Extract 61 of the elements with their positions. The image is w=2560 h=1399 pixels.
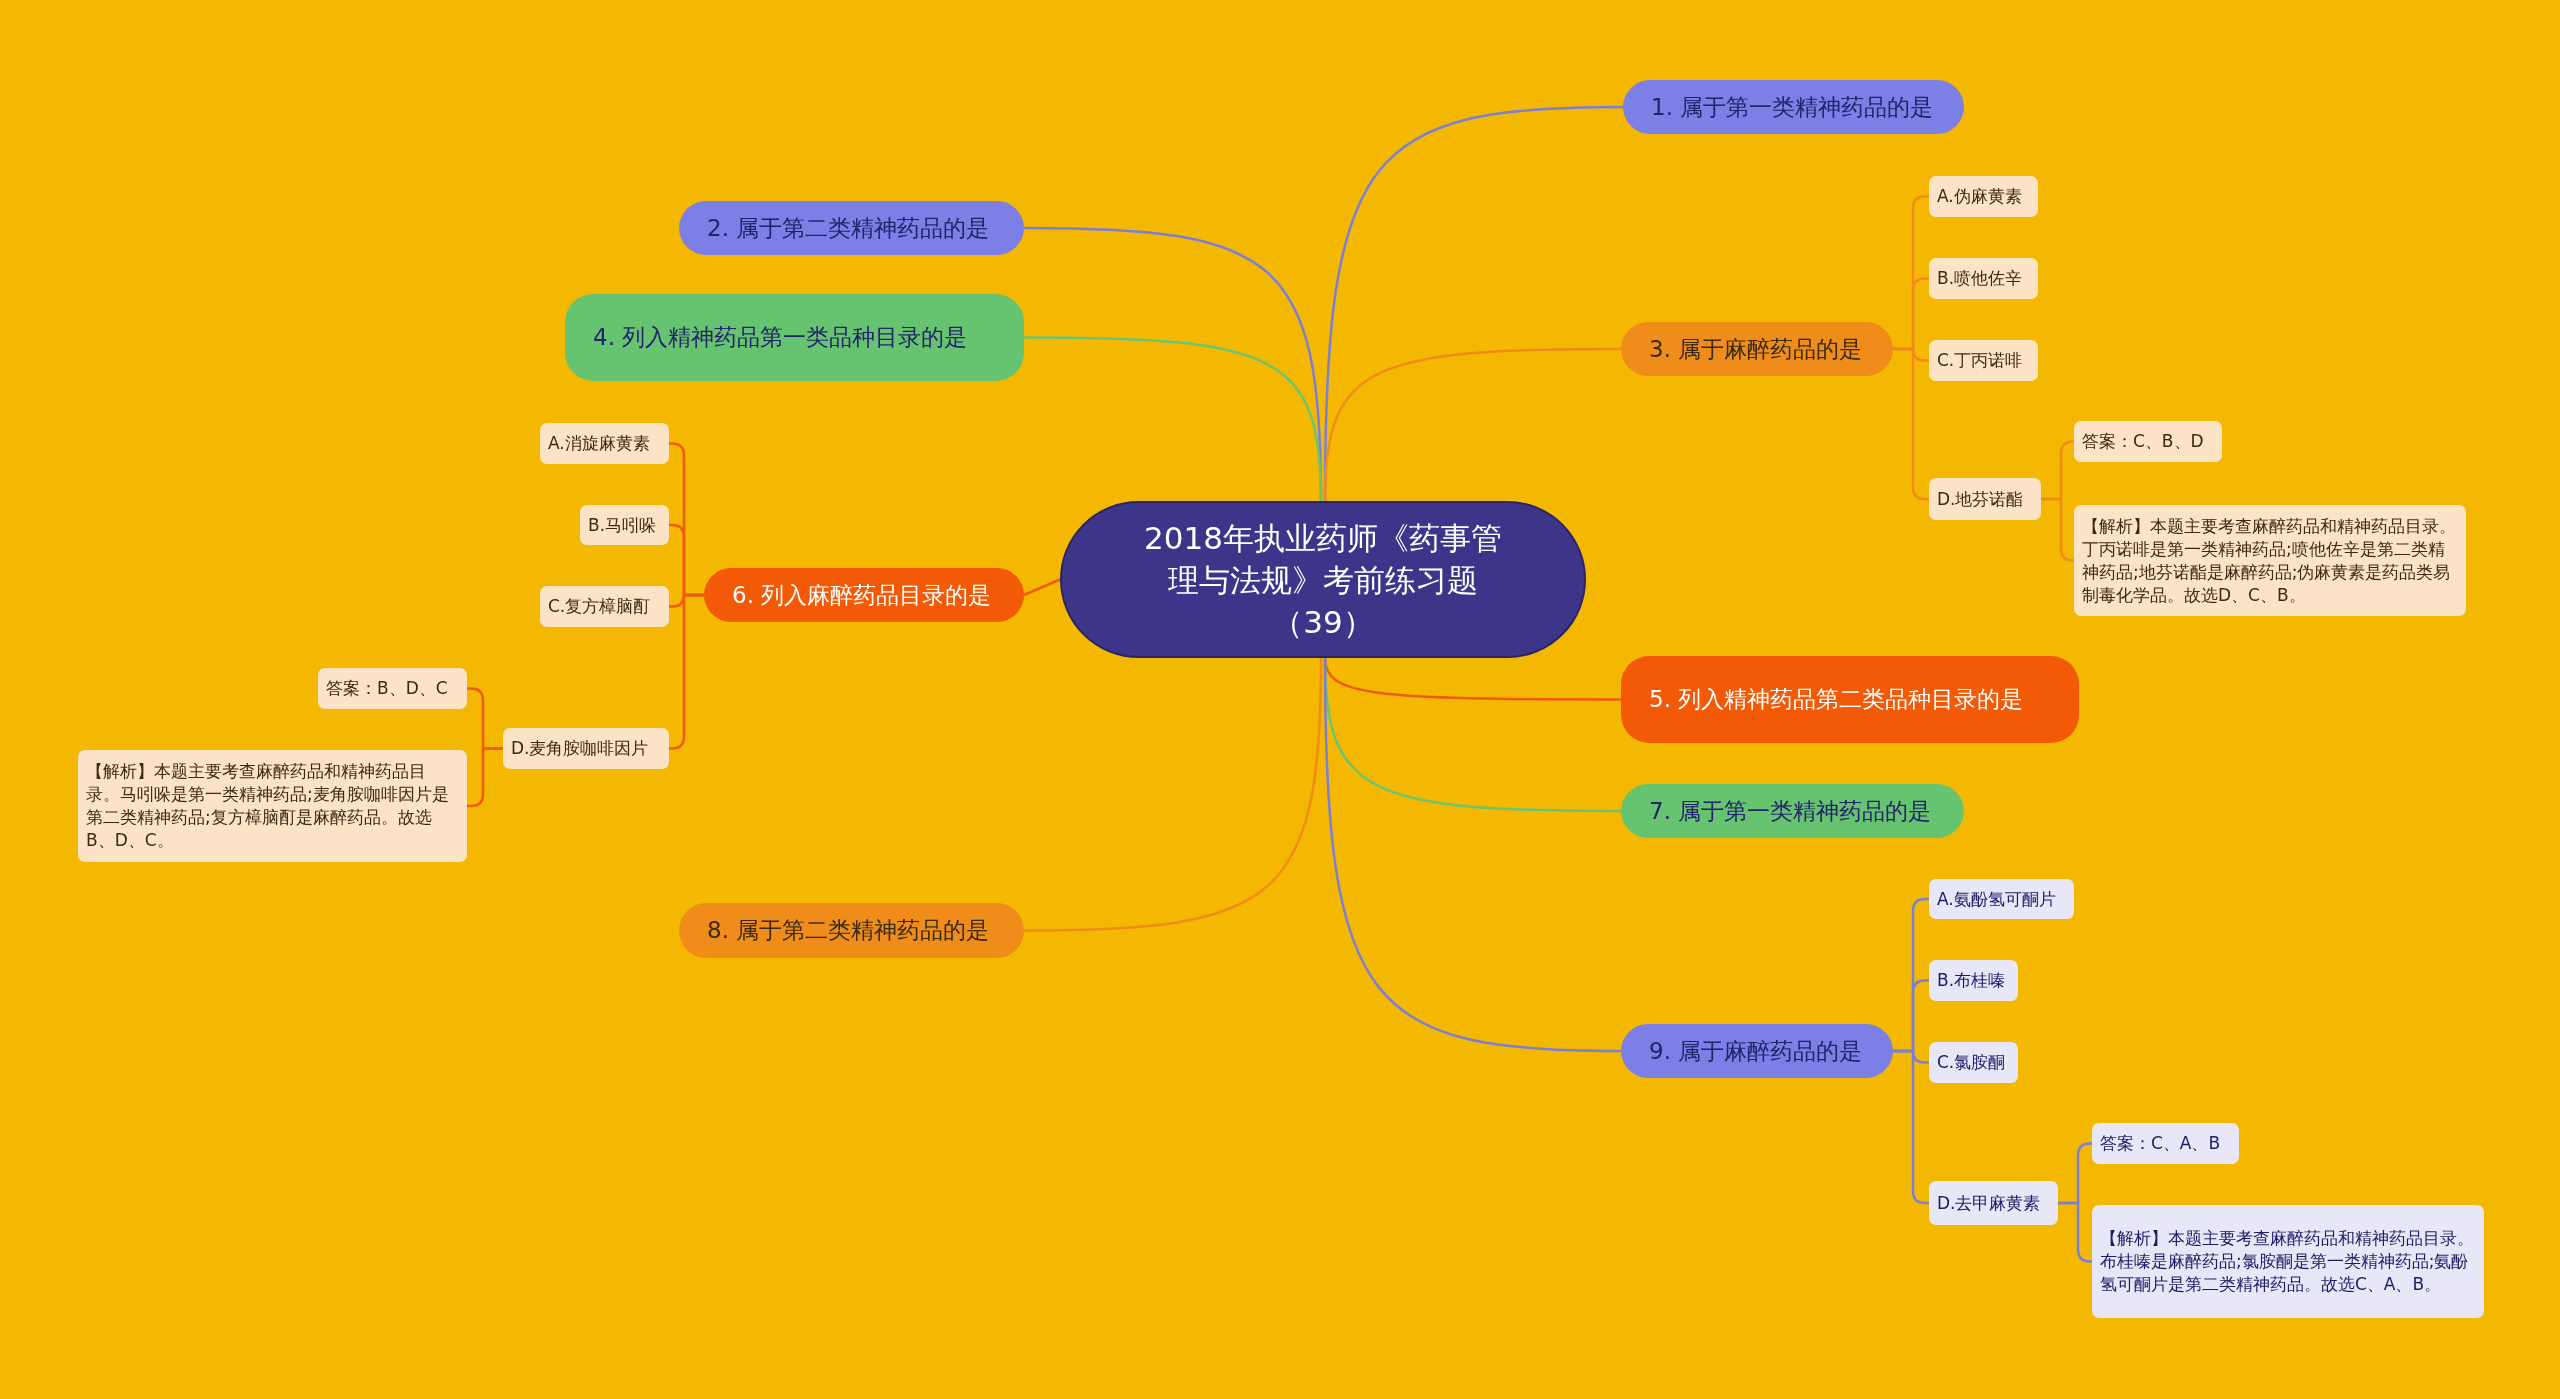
explanation-box xyxy=(78,750,467,862)
node-text: C.复方樟脑酊 xyxy=(548,595,651,618)
node-text: D.麦角胺咖啡因片 xyxy=(511,737,649,760)
topic-pill xyxy=(679,903,1024,958)
node-text: D.去甲麻黄素 xyxy=(1937,1191,2041,1215)
branch-line xyxy=(1024,336,1323,502)
branch-line xyxy=(1323,347,1621,502)
node-text: 【解析】本题主要考查麻醉药品和精神药品目录。丁丙诺啡是第一类精神药品;喷他佐辛是第二类精神药品;地芬诺酯是麻醉药品;伪麻黄素是药品类易制毒化学品。故选D、C、B。 xyxy=(2082,514,2457,607)
answer-box xyxy=(318,668,467,709)
node-text: 9. 属于麻醉药品的是 xyxy=(1649,1036,1863,1066)
node-text: B.喷他佐辛 xyxy=(1937,267,2023,290)
option-box xyxy=(1929,1042,2018,1083)
explanation-box xyxy=(2074,505,2466,616)
node-text: 6. 列入麻醉药品目录的是 xyxy=(732,580,992,610)
node-text: C.丁丙诺啡 xyxy=(1937,349,2023,372)
option-box xyxy=(503,728,669,769)
node-text: 8. 属于第二类精神药品的是 xyxy=(707,916,990,945)
node-text: 【解析】本题主要考查麻醉药品和精神药品目录。马吲哚是第一类精神药品;麦角胺咖啡因片是第二类精神药品;复方樟脑酊是麻醉药品。故选B、D、C。 xyxy=(86,760,450,852)
explanation-box xyxy=(2092,1205,2484,1318)
branch-line xyxy=(669,593,704,750)
branch-line xyxy=(1023,578,1061,597)
option-box xyxy=(540,423,669,464)
node-text: C.氯胺酮 xyxy=(1937,1051,2006,1074)
option-box xyxy=(1929,478,2041,520)
topic-pill xyxy=(704,568,1024,622)
option-box xyxy=(1929,258,2038,299)
option-box xyxy=(580,505,669,545)
branch-line xyxy=(1323,658,1621,1053)
node-text: 【解析】本题主要考查麻醉药品和精神药品目录。布桂嗪是麻醉药品;氯胺酮是第一类精神药品;氨酚氢可酮片是第二类精神药品。故选C、A、B。 xyxy=(2100,1227,2475,1296)
node-text: A.伪麻黄素 xyxy=(1937,185,2022,208)
node-text: 答案：C、A、B xyxy=(2100,1132,2221,1155)
node-text: B.布桂嗪 xyxy=(1937,969,2006,992)
option-box xyxy=(540,586,669,627)
node-text: B.马吲哚 xyxy=(588,513,657,537)
topic-pill xyxy=(679,201,1024,255)
node-text: A.消旋麻黄素 xyxy=(548,432,650,455)
node-text: D.地芬诺酯 xyxy=(1937,487,2024,511)
option-box xyxy=(1929,176,2038,217)
node-text: 答案：C、B、D xyxy=(2082,430,2204,453)
topic-title: 2018年执业药师《药事管理与法规》考前练习题（39） xyxy=(1143,518,1503,642)
answer-box xyxy=(2092,1123,2239,1164)
node-text: 1. 属于第一类精神药品的是 xyxy=(1651,92,1934,122)
node-text: 3. 属于麻醉药品的是 xyxy=(1649,334,1863,364)
branch-line xyxy=(2041,497,2075,562)
branch-line xyxy=(1024,657,1323,932)
answer-box xyxy=(2074,421,2222,462)
option-box xyxy=(1929,1181,2058,1225)
node-text: 2. 属于第二类精神药品的是 xyxy=(707,213,990,243)
topic-pill xyxy=(1621,784,1964,838)
node-text: 5. 列入精神药品第二类品种目录的是 xyxy=(1649,685,2024,714)
option-box xyxy=(1929,340,2038,381)
option-box xyxy=(1929,879,2074,919)
topic-pill xyxy=(1621,1024,1893,1078)
node-text: A.氨酚氢可酮片 xyxy=(1937,887,2056,911)
topic-pill xyxy=(565,294,1024,381)
node-text: 7. 属于第一类精神药品的是 xyxy=(1649,796,1932,826)
topic-pill xyxy=(1623,80,1964,134)
node-text: 答案：B、D、C xyxy=(326,677,448,700)
topic-pill xyxy=(1621,656,2079,743)
option-box xyxy=(1929,960,2018,1001)
node-text: 4. 列入精神药品第一类品种目录的是 xyxy=(593,323,968,352)
